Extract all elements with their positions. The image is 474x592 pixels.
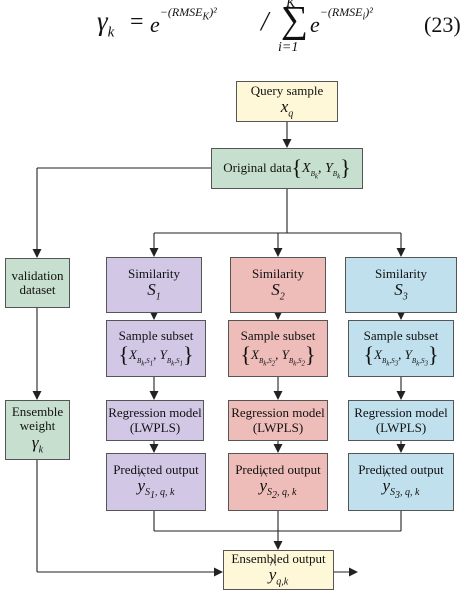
eq-number: (23) [424, 12, 461, 37]
ensembled-output-label: Ensembled output [231, 551, 326, 567]
original-data-set: {XBk, YBk} [291, 155, 351, 181]
ensembled-output-box: Ensembled output yq,k [223, 550, 334, 590]
original-data-label: Original data [223, 160, 292, 176]
regression-line2: (LWPLS) [129, 419, 181, 435]
regression-line1: Regression model [108, 405, 202, 421]
sample-subset-label: Sample subset [118, 328, 194, 344]
sample-subset-box-3: Sample subset {XBk,S3, YBk,S3} [348, 320, 454, 377]
ensemble-weight-line1: Ensemble [11, 404, 64, 419]
predicted-label: Predicted output [113, 461, 199, 477]
predicted-label: Predicted output [235, 461, 321, 477]
similarity-var: S1 [147, 280, 161, 303]
eq-sum-sign: ∑ [281, 0, 309, 41]
similarity-label: Similarity [252, 266, 304, 282]
predicted-output-box-2: Predicted output yS2, q, k [228, 453, 328, 511]
regression-line1: Regression model [354, 405, 448, 421]
original-data-box: Original data {XBk, YBk} [211, 148, 363, 189]
eq-lhs: γk [97, 6, 115, 41]
predicted-output-box-3: Predicted output yS3, q, k [348, 453, 454, 511]
eq-sum-top: K [286, 0, 296, 11]
sample-subset-box-1: Sample subset {XBk,S1, YBk,S1} [106, 320, 206, 377]
regression-model-box-1: Regression model (LWPLS) [106, 400, 204, 441]
ensemble-weight-line2: weight [19, 418, 56, 434]
regression-line2: (LWPLS) [375, 419, 427, 435]
eq-numerator: e−(RMSEK)² [150, 4, 217, 37]
similarity-box-2: Similarity S2 [230, 257, 326, 313]
regression-line2: (LWPLS) [252, 419, 304, 435]
eq-sum-bottom: i=1 [278, 40, 299, 55]
ensemble-weight-var: γk [31, 432, 44, 455]
ensembled-output-var: yq,k [269, 558, 289, 588]
predicted-label: Predicted output [358, 461, 444, 477]
predicted-var: yS1, q, k [138, 468, 175, 501]
similarity-box-3: Similarity S3 [345, 257, 457, 313]
predicted-output-box-1: Predicted output yS1, q, k [106, 453, 206, 511]
equation-23: γk = e−(RMSEK)² / ∑ K i=1 e−(RMSEi)² (23… [0, 0, 474, 70]
sample-subset-box-2: Sample subset {XBk,S2, YBk,S2} [228, 320, 328, 377]
sample-subset-label: Sample subset [240, 328, 316, 344]
predicted-var: yS3, q, k [383, 468, 420, 501]
sample-subset-label: Sample subset [363, 328, 439, 344]
similarity-label: Similarity [375, 266, 427, 282]
regression-line1: Regression model [231, 405, 325, 421]
query-sample-var: xq [280, 96, 294, 120]
sample-subset-set: {XBk,S1, YBk,S1} [118, 342, 194, 368]
predicted-var: yS2, q, k [260, 468, 297, 501]
eq-slash: / [261, 6, 269, 36]
sample-subset-set: {XBk,S3, YBk,S3} [363, 342, 439, 368]
validation-line1: validation [11, 267, 64, 283]
similarity-var: S3 [394, 280, 408, 303]
eq-equals: = [130, 9, 144, 35]
ensemble-weight-box: Ensemble weight γk [5, 400, 70, 460]
similarity-box-1: Similarity S1 [106, 257, 202, 313]
query-sample-box: Query sample xq [236, 81, 338, 122]
similarity-label: Similarity [128, 266, 180, 282]
query-sample-label: Query sample [250, 82, 324, 98]
regression-model-box-3: Regression model (LWPLS) [348, 400, 454, 441]
validation-dataset-box: validation dataset [5, 258, 70, 308]
sample-subset-set: {XBk,S2, YBk,S2} [240, 342, 316, 368]
eq-denominator: e−(RMSEi)² [310, 4, 373, 37]
similarity-var: S2 [271, 280, 285, 303]
validation-line2: dataset [19, 282, 56, 297]
regression-model-box-2: Regression model (LWPLS) [228, 400, 328, 441]
